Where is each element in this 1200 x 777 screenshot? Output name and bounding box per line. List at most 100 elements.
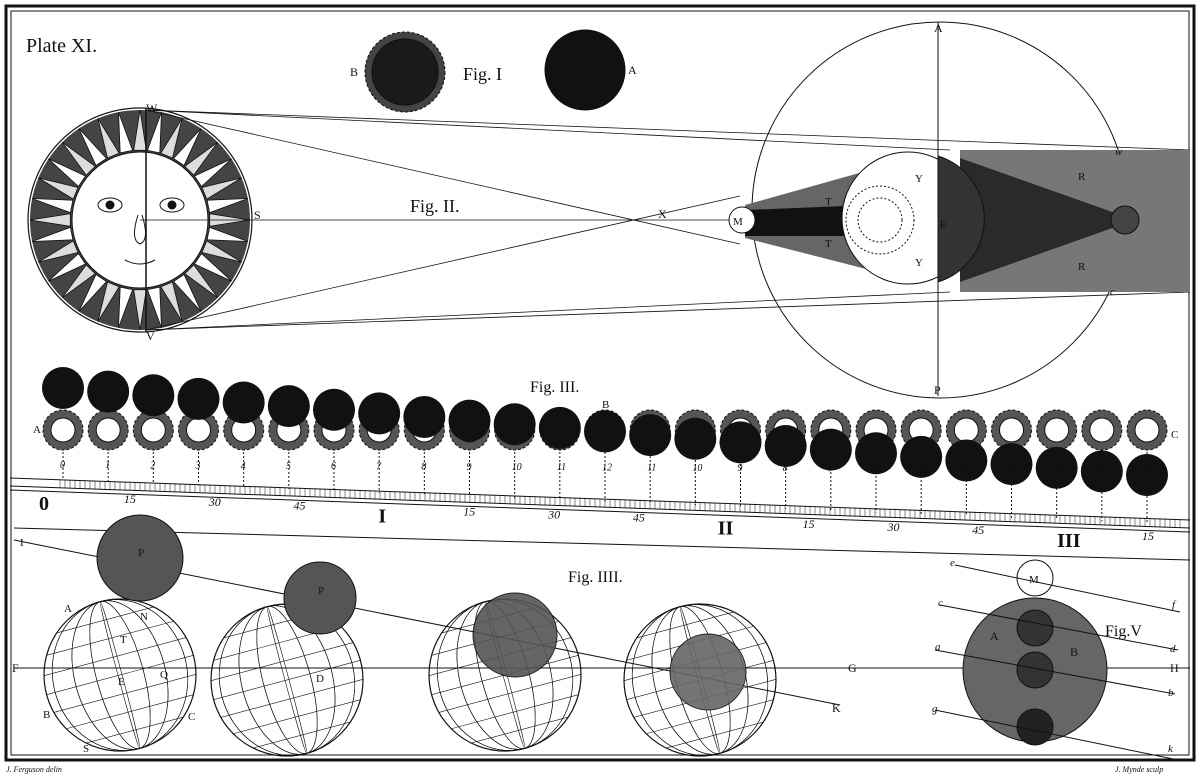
sun-ray [201,177,242,200]
inner-frame [10,10,1190,756]
globe-parallel [210,642,354,681]
fig2-label-e: E [940,219,947,231]
sun-ray [97,118,120,159]
fig4-label-s: S [83,743,89,755]
moon-disc [809,428,852,471]
phase-digit: 0 [1144,465,1149,476]
moon-disc [674,417,717,460]
moon-phase [1016,708,1054,746]
fig2-label-m: M [733,216,743,228]
fig2-label-a: A [934,21,943,35]
phase-digit: 8 [783,463,788,474]
moon-disc [1035,446,1078,489]
scale-line-bottom [9,489,1191,533]
eclipse-zone-inner [857,197,903,243]
fig3-label-b: B [602,399,609,411]
phase-digit: 5 [286,461,291,472]
fig1-moon-a [544,29,626,111]
fig3-title: Fig. III. [530,379,579,396]
scale-label: 15 [803,517,815,531]
fig4-label-d: D [316,673,324,685]
sun-ray [118,111,134,154]
scale-label: 15 [124,492,136,506]
globe-parallel [66,694,194,730]
sun-ray [31,226,74,242]
fig4-label-i: I [20,537,24,549]
sun-disc [140,417,166,443]
phase-digit: 12 [602,462,612,473]
phase-digit: 4 [241,461,246,472]
scale-label: III [1057,530,1081,552]
scale-baseline [13,527,1191,561]
moon-disc [493,403,536,446]
moon-disc [222,381,265,424]
sun-disc [999,417,1024,443]
globe-parallel [56,606,154,634]
moon-disc [177,377,220,420]
phase-digit: 3 [195,461,201,472]
phase-digit: 6 [331,461,336,472]
fig1-title: Fig. I [463,64,502,84]
fig2-label-y2: Y [915,257,923,269]
fig2-label-p: P [934,383,941,397]
globe-parallel [46,620,174,656]
fig5-label-k: k [1168,743,1174,755]
fig4-label-g: G [848,661,857,675]
fig4-label-c: C [188,711,195,723]
fig4-label-t: T [120,634,127,646]
fig5-label-la: a [935,641,941,653]
fig5: Fig.V M A B e f c d a b g k [932,557,1181,761]
moon-disc [1126,454,1168,496]
sun-ray [48,158,87,188]
sun-ray [78,273,108,312]
globe-parallel [646,699,774,735]
moon-disc [448,399,491,442]
sun-nose [134,214,146,245]
phase-digit: 10 [512,462,522,473]
outer-frame [4,4,1196,762]
sun-disc [50,417,76,443]
fig2-label-t2: T [825,238,832,250]
moon-disc [403,396,446,438]
fig4-label-a: A [64,603,72,615]
moon-disc [358,392,401,435]
moon-disc [267,385,310,428]
sun-ray [61,264,96,299]
fig2-label-y1: Y [915,173,923,185]
fig5-label-d: d [1170,643,1176,655]
fig4-label-n: N [140,611,148,623]
sun-ray [160,118,183,159]
moon-disc [42,367,84,409]
sun-ray [184,141,219,176]
fig4-label-e: E [118,676,125,688]
phase-digit: 9 [738,463,743,474]
sun-eye-left [97,197,123,213]
scale-label: 30 [547,508,560,522]
globe-meridian [436,599,574,751]
globe-outline [43,598,197,752]
scale-label: 15 [1142,529,1154,543]
fig5-label-f: f [1172,599,1177,611]
scale-label: 45 [633,511,645,525]
moon-3 [472,592,558,678]
globe-meridian [51,599,189,751]
fig2-label-x: X [658,207,667,221]
sun-disc [1044,417,1070,443]
globe-parallel [451,694,579,730]
fig5-label-e: e [950,557,955,569]
moon-disc [584,410,626,453]
fig4: Fig. IIII. F G H K I P P N A B C S T E Q… [12,514,1190,757]
globe-parallel [471,716,569,744]
sun-ray [146,111,162,154]
sun-label-w: W [146,101,158,115]
scale-label: 30 [886,520,899,534]
globe-parallel [233,699,361,735]
phase-digit: 1 [1099,465,1104,476]
sun-ray [38,240,79,263]
path-cd [939,604,1179,651]
sun-ray [146,286,162,329]
scale-label: I [378,505,386,527]
path-gk [934,709,1179,761]
globe-parallel [46,655,194,695]
